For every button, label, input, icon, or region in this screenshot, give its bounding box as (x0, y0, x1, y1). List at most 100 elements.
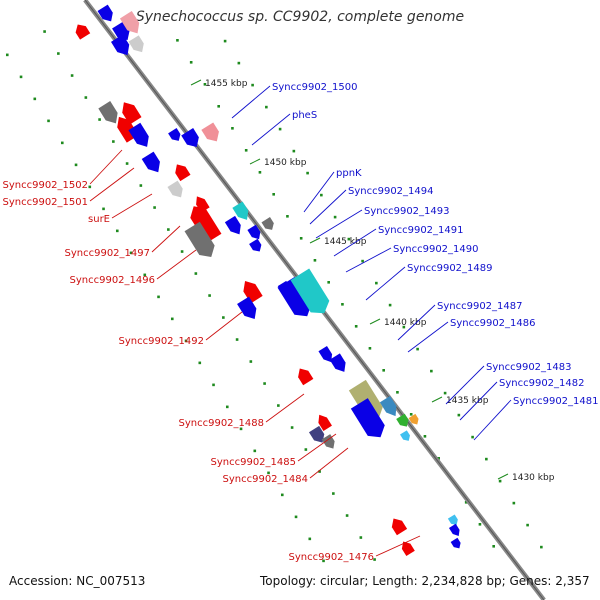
gene-label-forward[interactable]: Syncc9902_1481 (513, 396, 599, 407)
leader-line (265, 393, 305, 423)
tick-dot (308, 537, 312, 541)
tick-dot (375, 281, 378, 285)
tick-dot (304, 448, 308, 451)
tick-dot (153, 206, 156, 209)
gene-arrow (298, 368, 314, 386)
tick-dot (368, 347, 372, 350)
leader-line (309, 189, 347, 225)
gene-arrow (232, 201, 249, 220)
leader-line (89, 149, 123, 185)
tick-dot (263, 382, 266, 385)
tick-dot (318, 470, 321, 473)
gene-arrow (277, 277, 312, 317)
leader-line (473, 399, 512, 441)
tick-dot (170, 317, 174, 321)
gene-label-reverse[interactable]: Syncc9902_1492 (119, 336, 205, 347)
leader-line (407, 321, 449, 353)
gene-arrow (119, 11, 140, 34)
gene-arrow (122, 102, 142, 125)
leader-line (89, 167, 135, 202)
leader-line (345, 247, 392, 273)
gene-label-forward[interactable]: Syncc9902_1483 (486, 362, 572, 373)
tick-dot (70, 74, 74, 77)
leader-line (333, 228, 377, 257)
tick-dot (47, 119, 50, 123)
leader-line (397, 304, 436, 341)
tick-dot (492, 545, 495, 548)
leader-line (151, 225, 181, 253)
tick-dot (223, 39, 227, 43)
leader-line (297, 433, 337, 462)
gene-label-forward[interactable]: Syncc9902_1486 (450, 318, 536, 329)
gene-label-reverse[interactable]: Syncc9902_1497 (65, 248, 151, 259)
tick-dot (526, 523, 529, 527)
gene-arrow (408, 413, 419, 425)
gene-arrow (396, 413, 409, 427)
tick-dot (217, 105, 220, 108)
tick-dot (143, 273, 147, 277)
gene-label-forward[interactable]: Syncc9902_1494 (348, 186, 434, 197)
gene-label-forward[interactable]: Syncc9902_1500 (272, 82, 358, 93)
tick-dot (313, 259, 317, 262)
leader-line (231, 85, 271, 119)
tick-dot (437, 457, 440, 460)
tick-dot (278, 127, 282, 131)
accession-text: Accession: NC_007513 (9, 574, 146, 588)
gene-label-reverse[interactable]: Syncc9902_1502 (3, 180, 89, 191)
tick-dot (249, 360, 253, 363)
tick-dot (265, 105, 268, 109)
tick-dot (327, 281, 330, 284)
gene-arrow (167, 180, 183, 198)
gene-label-forward[interactable]: Syncc9902_1493 (364, 206, 450, 217)
tick-dot (258, 171, 262, 174)
gene-label-reverse[interactable]: Syncc9902_1484 (223, 474, 309, 485)
tick-dot (19, 75, 23, 79)
genome-summary-text: Topology: circular; Length: 2,234,828 bp… (260, 574, 590, 588)
tick-dot (277, 404, 280, 407)
tick-dot (294, 515, 298, 519)
tick-dot (396, 391, 399, 394)
tick-dot (244, 149, 248, 152)
gene-arrow (318, 345, 333, 363)
leader-line (365, 266, 406, 301)
tick-dot (320, 193, 323, 197)
gene-label-reverse[interactable]: Syncc9902_1488 (179, 418, 265, 429)
gene-features (75, 4, 461, 557)
tick-dot (176, 39, 179, 42)
gene-arrow (97, 4, 113, 22)
gene-label-forward[interactable]: Syncc9902_1489 (407, 263, 493, 274)
tick-dot (443, 391, 447, 395)
leader-line (156, 249, 197, 280)
tick-dot (194, 272, 198, 275)
tick-dot (231, 127, 234, 130)
tick-dot (306, 171, 309, 175)
tick-dot (251, 83, 254, 87)
tick-dot (225, 405, 229, 409)
gene-arrow (75, 24, 91, 40)
gene-label-reverse[interactable]: Syncc9902_1496 (70, 275, 156, 286)
gene-label-reverse[interactable]: Syncc9902_1501 (3, 197, 89, 208)
tick-dot (354, 325, 358, 328)
tick-dot (102, 207, 105, 211)
scale-tick (309, 237, 321, 244)
tick-dot (198, 361, 202, 365)
gene-label-forward[interactable]: ppnK (336, 168, 362, 179)
gene-label-reverse[interactable]: Syncc9902_1485 (211, 457, 297, 468)
gene-arrow (247, 224, 261, 240)
gene-label-forward[interactable]: Syncc9902_1482 (499, 378, 585, 389)
gene-arrow (391, 518, 408, 536)
gene-arrow (290, 268, 330, 314)
gene-label-forward[interactable]: Syncc9902_1490 (393, 244, 479, 255)
gene-arrow (175, 164, 191, 182)
gene-label-forward[interactable]: Syncc9902_1491 (378, 225, 464, 236)
gene-label-reverse[interactable]: Syncc9902_1476 (289, 552, 375, 563)
gene-label-reverse[interactable]: surE (88, 214, 110, 225)
gene-arrow (141, 151, 160, 173)
gene-label-forward[interactable]: Syncc9902_1487 (437, 301, 523, 312)
tick-dot (361, 259, 364, 263)
gene-arrow (237, 296, 257, 319)
gene-label-forward[interactable]: pheS (292, 110, 317, 121)
gene-arrow (201, 122, 219, 142)
